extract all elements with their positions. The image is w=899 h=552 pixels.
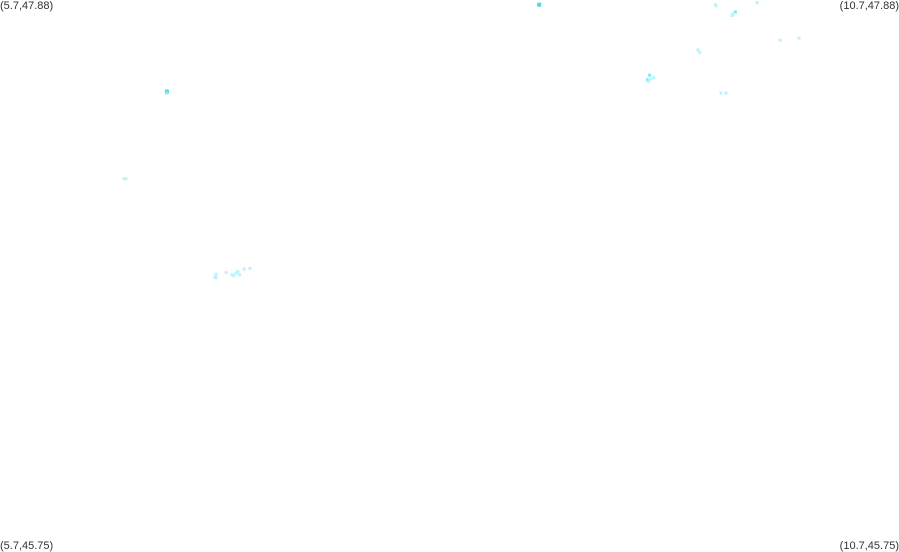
map-point [797,36,801,40]
map-point [236,270,240,274]
map-point [124,177,128,181]
map-point [647,79,650,83]
map-point [645,78,649,82]
map-point [648,73,652,77]
corner-label-bottom-right: (10.7,45.75) [839,540,899,552]
map-point [224,271,228,275]
map-point [733,10,737,14]
corner-label-top-left: (5.7,47.88) [0,0,54,12]
map-point [649,77,653,81]
map-point [719,91,723,95]
map-point [714,3,718,7]
map-point [214,276,218,280]
map-point [234,271,238,275]
map-point [238,273,241,277]
map-point [232,274,236,278]
corner-label-top-right: (10.7,47.88) [839,0,899,12]
map-point [242,267,246,271]
map-point [537,2,542,7]
map-point [755,1,759,5]
map-point [248,267,252,270]
map-point [778,38,782,42]
map-point [696,48,700,52]
map-point [214,272,218,276]
map-point [652,76,656,80]
map-point [122,177,126,181]
map-point [698,50,702,54]
corner-label-bottom-left: (5.7,45.75) [0,540,54,552]
map-point [165,91,169,95]
map-point [230,273,234,277]
map-point [724,91,728,95]
map-point [730,14,734,17]
